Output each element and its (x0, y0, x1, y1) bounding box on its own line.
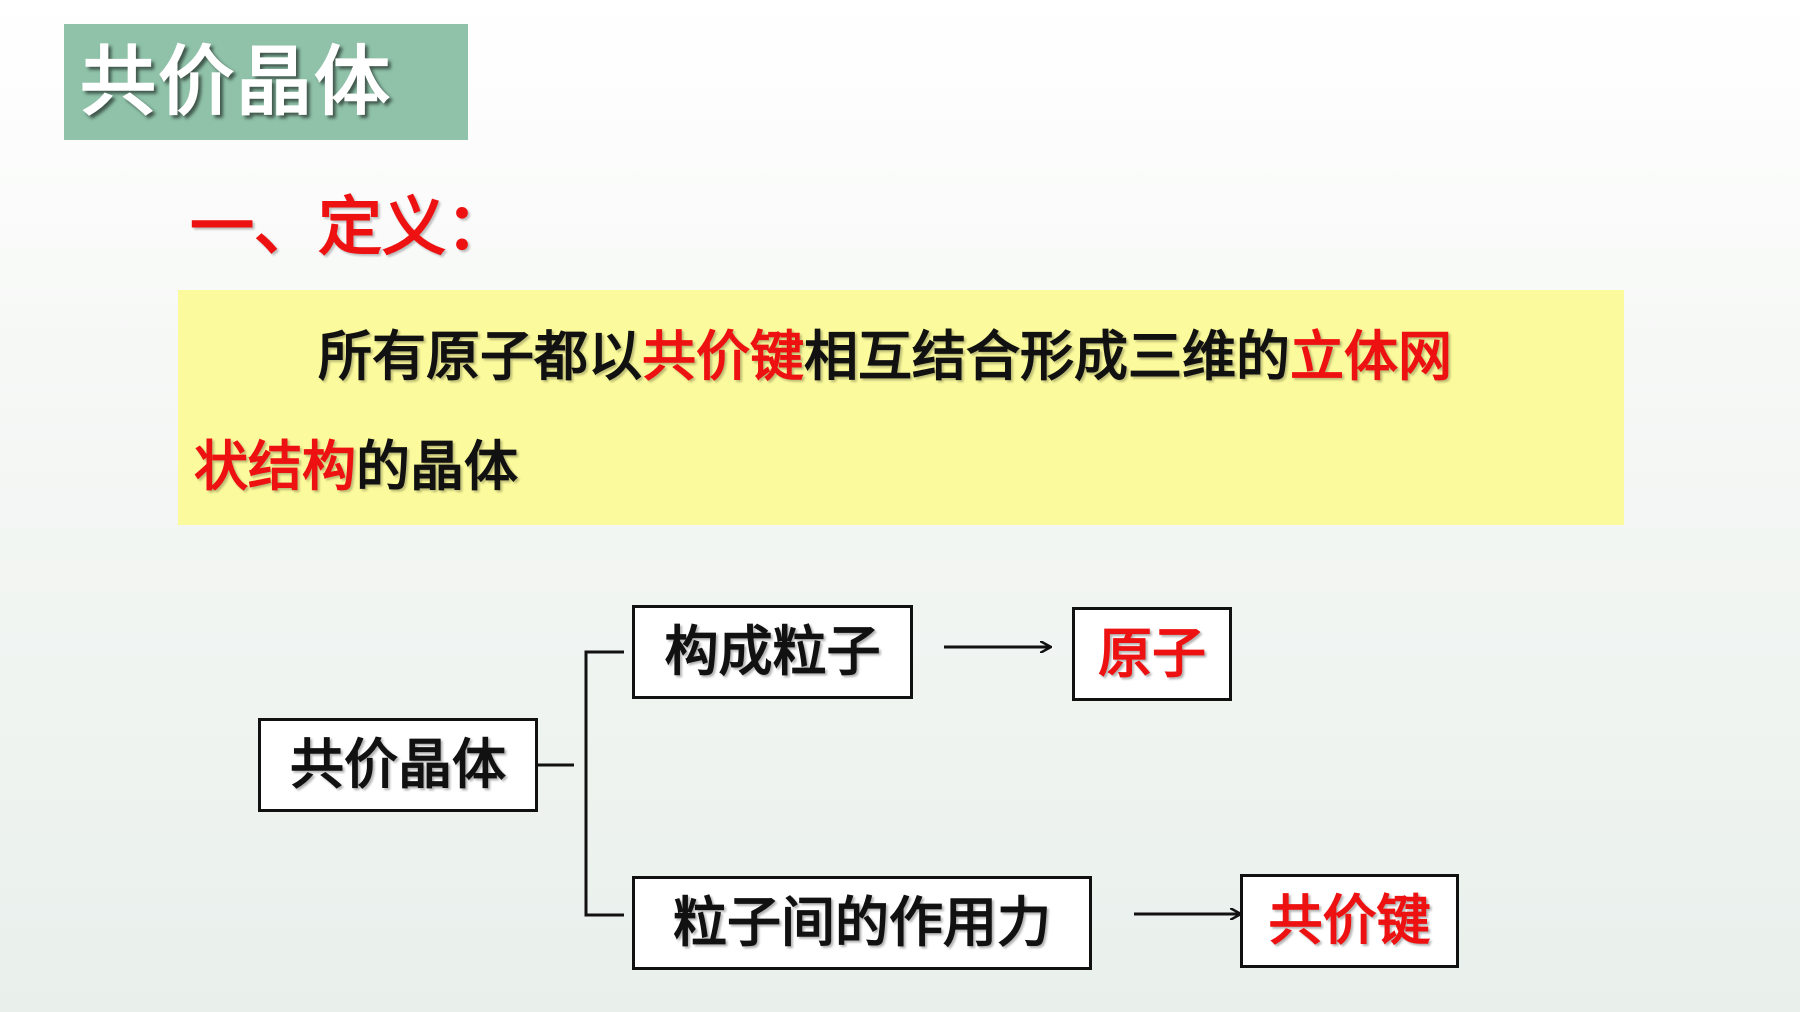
composition-label-box: 构成粒子 (632, 605, 913, 699)
definition-highlight: 状结构 (194, 435, 356, 498)
definition-highlight: 共价键 (642, 325, 804, 388)
interaction-value-box: 共价键 (1240, 874, 1459, 968)
definition-box: 所有原子都以共价键相互结合形成三维的立体网 状结构的晶体 (178, 290, 1624, 525)
composition-value-box: 原子 (1072, 607, 1232, 701)
interaction-label-box: 粒子间的作用力 (632, 876, 1092, 970)
diagram-root-box: 共价晶体 (258, 718, 538, 812)
definition-text: 的晶体 (356, 435, 518, 498)
definition-text: 相互结合形成三维的 (804, 325, 1290, 388)
definition-text: 所有原子都以 (318, 325, 642, 388)
definition-line-2: 状结构的晶体 (194, 440, 518, 494)
definition-highlight: 立体网 (1290, 325, 1452, 388)
bracket-line (584, 650, 624, 917)
section-heading: 一、定义： (190, 191, 510, 265)
slide-title: 共价晶体 (80, 37, 392, 126)
slide-title-banner: 共价晶体 (64, 24, 468, 140)
definition-line-1: 所有原子都以共价键相互结合形成三维的立体网 (318, 330, 1452, 384)
